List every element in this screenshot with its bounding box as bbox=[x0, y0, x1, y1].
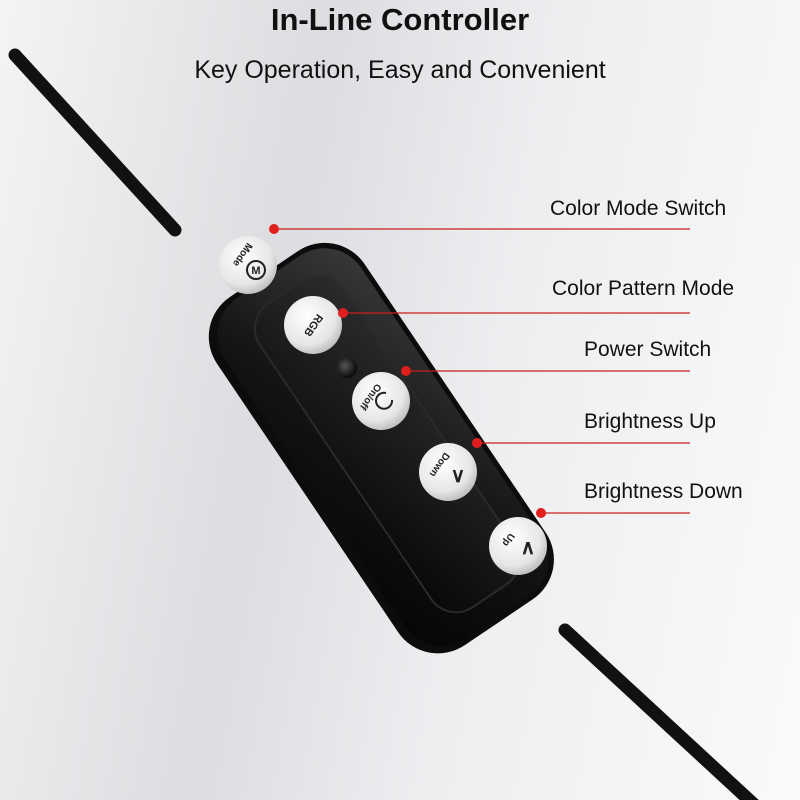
callout-lines bbox=[274, 228, 690, 514]
cable-top bbox=[8, 48, 182, 237]
callout-label-brightness-down: Brightness Down bbox=[584, 480, 743, 503]
color-button[interactable]: RGB bbox=[284, 296, 342, 354]
power-button[interactable]: On/off bbox=[352, 372, 410, 430]
down-icon: ∨ bbox=[451, 465, 466, 487]
callout-label-color-mode-switch: Color Mode Switch bbox=[550, 197, 727, 220]
power-icon bbox=[375, 391, 394, 410]
callout-dot-2 bbox=[338, 308, 348, 318]
up-icon: ∧ bbox=[521, 537, 536, 559]
callout-label-brightness-up: Brightness Up bbox=[584, 410, 716, 433]
callout-dot-1 bbox=[269, 224, 279, 234]
callout-dot-4 bbox=[472, 438, 482, 448]
cable-bottom bbox=[558, 623, 759, 800]
callout-label-power-switch: Power Switch bbox=[584, 338, 712, 361]
callout-dot-3 bbox=[401, 366, 411, 376]
up-button[interactable]: ∧ Up bbox=[489, 517, 547, 575]
callout-dots bbox=[269, 224, 546, 518]
status-led bbox=[337, 358, 357, 378]
callout-dot-5 bbox=[536, 508, 546, 518]
callout-label-color-pattern-mode: Color Pattern Mode bbox=[552, 277, 735, 300]
down-button[interactable]: ∨ Down bbox=[419, 443, 477, 501]
page-subtitle: Key Operation, Easy and Convenient bbox=[194, 56, 606, 84]
mode-button-symbol: M bbox=[251, 265, 260, 277]
page-title: In-Line Controller bbox=[270, 2, 530, 37]
mode-button[interactable]: M Mode bbox=[219, 236, 277, 294]
